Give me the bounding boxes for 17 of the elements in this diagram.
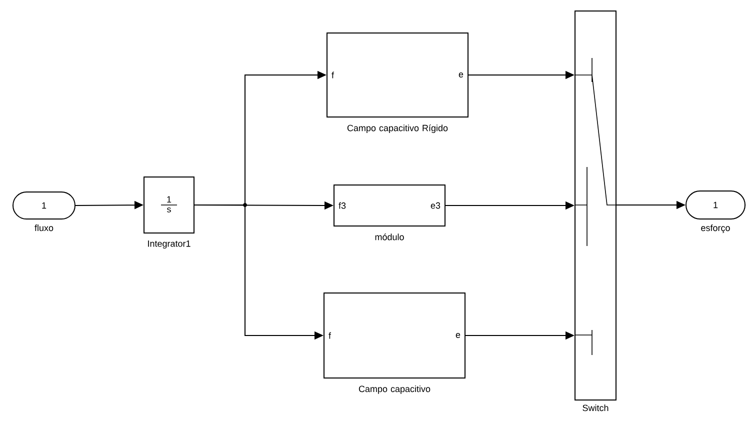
- subsystem-block: f e: [326, 32, 468, 118]
- node-label: e3: [430, 202, 440, 209]
- block-label: módulo: [375, 234, 404, 240]
- block-label: Campo capacitivo: [358, 386, 430, 394]
- block-label: Campo capacitivo Rígido: [347, 124, 448, 133]
- subsystem-block: f e: [324, 292, 466, 378]
- node-label: f: [328, 332, 332, 339]
- subsystem-block: f3 e3: [334, 184, 446, 226]
- node-label: e: [458, 72, 464, 78]
- node-label: f: [332, 72, 334, 78]
- integrator-block: 1 s: [144, 176, 194, 234]
- port-label: esforço: [701, 224, 730, 233]
- node-label: f3: [338, 202, 346, 209]
- port-label: fluxo: [34, 224, 54, 232]
- block-label: Switch: [582, 404, 608, 412]
- block-label: Integrator1: [148, 240, 190, 249]
- node-label: e: [456, 333, 460, 338]
